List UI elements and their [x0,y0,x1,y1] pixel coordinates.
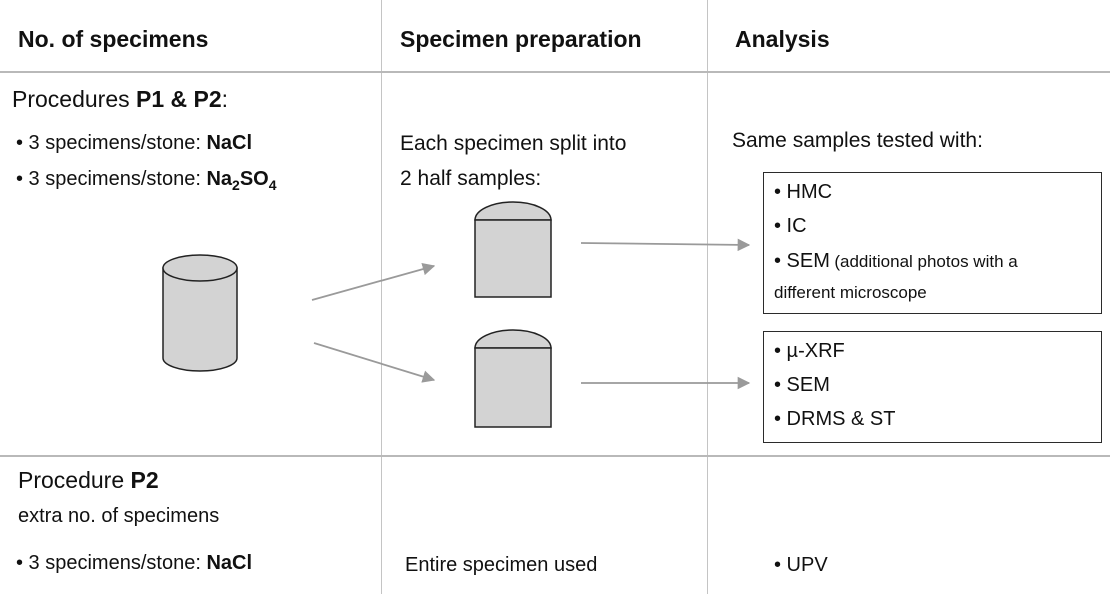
row2-analysis-upv: • UPV [774,554,828,576]
salt-so: SO [239,168,269,190]
bullet-na2so4: • 3 specimens/stone: Na2SO4 [16,168,277,193]
box1-sem-note-line2: different microscope [774,283,927,302]
analysis-arrow-upper [580,238,751,252]
row-divider [0,455,1110,457]
box1-item-hmc: • HMC [774,181,833,203]
half-sample-lower-icon [474,329,552,428]
box2-item-sem: • SEM [774,374,830,396]
prep-split-line2: 2 half samples: [400,167,542,190]
procedures-p1-p2-title: Procedures P1 & P2: [12,86,228,113]
box2-item-drms-st: • DRMS & ST [774,408,896,430]
prep-split-line1: Each specimen split into [400,132,627,155]
column-divider-2 [707,0,708,594]
row2-bullet-nacl: • 3 specimens/stone: NaCl [16,552,252,575]
analysis-box-1: • HMC • IC • SEM (additional photos with… [763,172,1102,314]
column-divider-1 [381,0,382,594]
analysis-box-2: • µ-XRF • SEM • DRMS & ST [763,331,1102,443]
bullet-nacl: • 3 specimens/stone: NaCl [16,132,252,155]
procedure-p2-code: P2 [130,467,159,493]
procedure-suffix: : [221,86,229,112]
bullet-nacl-text: • 3 specimens/stone: [16,132,207,154]
header-specimens: No. of specimens [18,26,209,52]
header-preparation: Specimen preparation [400,26,642,52]
box2-item-uxrf: • µ-XRF [774,340,845,362]
half-sample-upper-icon [474,201,552,298]
procedure-codes: P1 & P2 [136,86,222,112]
box1-item-sem: • SEM (additional photos with a [774,250,1018,273]
box1-item-ic: • IC [774,215,807,237]
salt-subscript-4: 4 [268,177,277,193]
salt-na: Na [206,168,233,190]
procedure-p2-prefix: Procedure [18,467,131,493]
row2-prep: Entire specimen used [405,554,598,576]
row2-bullet-text: • 3 specimens/stone: [16,552,207,574]
salt-subscript-2: 2 [232,177,240,193]
analysis-intro: Same samples tested with: [732,129,983,152]
split-arrow-upper [311,262,436,301]
box1-sem-label: • SEM [774,250,830,272]
salt-nacl: NaCl [206,132,253,154]
procedure-prefix: Procedures [12,86,137,112]
row2-salt-nacl: NaCl [206,552,253,574]
split-arrow-lower [313,342,436,383]
procedure-p2-title: Procedure P2 [18,467,159,494]
header-analysis: Analysis [735,26,830,52]
bullet-na2so4-text: • 3 specimens/stone: [16,168,207,190]
box1-sem-note: (additional photos with a [834,252,1018,271]
specimen-cylinder-icon [162,254,238,372]
header-divider [0,71,1110,73]
procedure-p2-subtitle: extra no. of specimens [18,505,220,527]
